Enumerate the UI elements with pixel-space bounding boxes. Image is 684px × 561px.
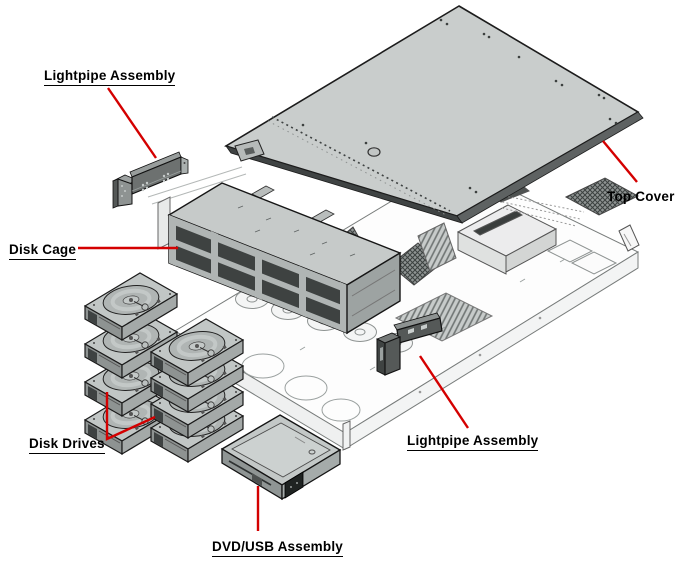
disk-cage-part (157, 182, 402, 335)
leader-disk-drives (105, 392, 156, 441)
label-top-cover: Top Cover (607, 189, 675, 204)
label-disk-cage: Disk Cage (9, 242, 77, 260)
lightpipe-top-left-part (112, 151, 189, 209)
cover-thumb-hole (367, 147, 381, 157)
label-lightpipe-assembly-front: Lightpipe Assembly (407, 433, 539, 451)
rear-vents (494, 193, 585, 227)
top-cover-part (224, 5, 644, 224)
psu-bay (546, 239, 618, 275)
leader-lightpipe-top (107, 87, 157, 159)
label-lightpipe-assembly-top: Lightpipe Assembly (44, 68, 176, 86)
dvd-usb-part (220, 414, 342, 501)
label-dvd-usb-assembly: DVD/USB Assembly (212, 539, 343, 557)
dvd-usb-port (284, 471, 304, 499)
lightpipe-front-part (376, 312, 443, 376)
riser-assembly (456, 186, 558, 275)
leader-lines (78, 87, 638, 531)
leader-lightpipe-front (419, 355, 469, 429)
cover-screws (301, 18, 618, 194)
cover-latch (234, 139, 265, 162)
cover-vent-dots (267, 116, 451, 216)
leader-top-cover (602, 140, 638, 183)
cage-bay-grid (169, 215, 347, 333)
label-disk-drives: Disk Drives (29, 436, 105, 454)
lightpipe-holes (121, 162, 186, 197)
cage-top-marks (237, 205, 356, 257)
